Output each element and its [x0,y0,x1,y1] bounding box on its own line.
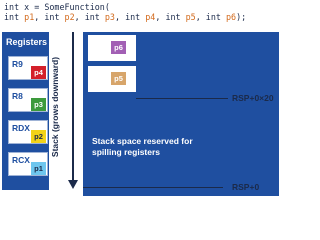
register-rdx: RDX p2 [8,120,48,144]
register-rcx: RCX p1 [8,152,48,176]
register-name: R8 [12,91,23,101]
register-name: RCX [12,155,30,165]
stack-slot-p5: p5 [88,66,136,92]
param-chip-p6: p6 [111,41,126,54]
param-chip-p5: p5 [111,72,126,85]
registers-panel: Registers R9 p4 R8 p3 RDX p2 RCX p1 [2,32,49,190]
rsp-20-marker-line [136,98,228,99]
rsp-0-marker-line [83,187,223,188]
code-param-p4: p4 [145,12,156,22]
param-chip-p2: p2 [31,130,46,143]
param-chip-p4: p4 [31,66,46,79]
code-param-p5: p5 [185,12,196,22]
register-r9: R9 p4 [8,56,48,80]
code-param-p1: p1 [24,12,35,22]
stack-slot-p6: p6 [88,35,136,61]
code-param-p3: p3 [104,12,115,22]
register-name: R9 [12,59,23,69]
registers-title: Registers [6,37,48,47]
code-line-2: int p1, int p2, int p3, int p4, int p5, … [4,12,247,22]
arrow-down-icon [67,180,78,189]
function-call-code: int x = SomeFunction( int p1, int p2, in… [4,2,246,22]
stack-direction-label: Stack (grows downward) [50,56,60,158]
code-param-p6: p6 [225,12,237,22]
rsp-offset-20-label: RSP+0×20 [232,93,274,103]
code-param-p2: p2 [64,12,75,22]
register-r8: R8 p3 [8,88,48,112]
rsp-offset-0-label: RSP+0 [232,182,260,192]
register-name: RDX [12,123,30,133]
stack-growth-arrow [72,32,74,182]
stack-caption: Stack space reserved for spilling regist… [92,136,193,157]
param-chip-p1: p1 [31,162,46,175]
code-line-1: int x = SomeFunction( [4,2,110,12]
param-chip-p3: p3 [31,98,46,111]
